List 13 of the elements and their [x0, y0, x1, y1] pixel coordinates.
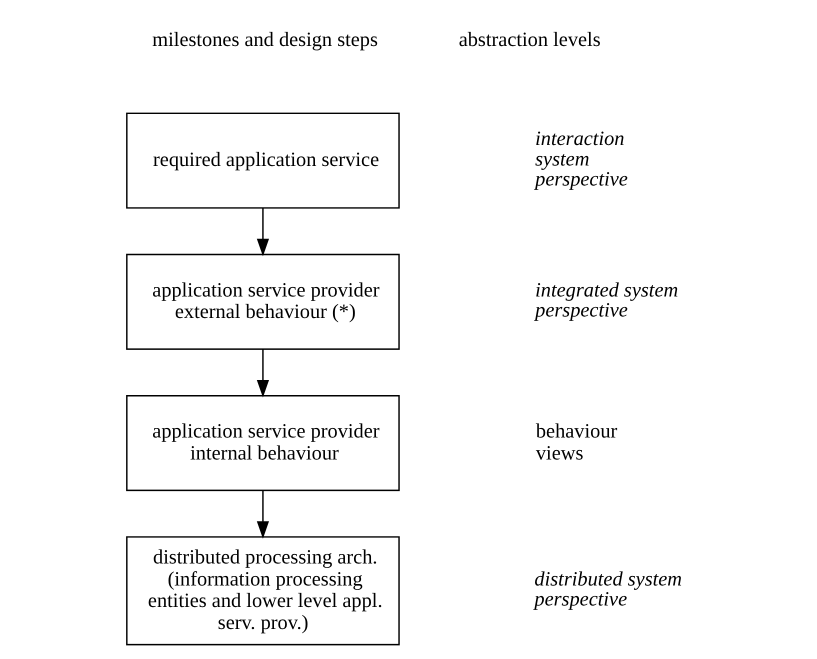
label: interaction system perspective	[535, 128, 628, 191]
arrow	[256, 208, 270, 256]
arrow	[256, 490, 270, 539]
label: integrated system perspective	[535, 279, 678, 322]
label: behaviour views	[536, 420, 618, 464]
node-box: distributed processing arch. (information processing entities and lower level appl. serv. prov.)	[126, 536, 400, 646]
node-box: application service provider internal behaviour	[126, 395, 400, 492]
node-box: required application service	[126, 112, 400, 209]
label: milestones and design steps	[152, 28, 378, 51]
node-box: application service provider external behaviour (*)	[126, 254, 400, 350]
label: distributed system perspective	[534, 568, 682, 611]
label: abstraction levels	[458, 28, 601, 51]
arrow	[256, 349, 270, 398]
